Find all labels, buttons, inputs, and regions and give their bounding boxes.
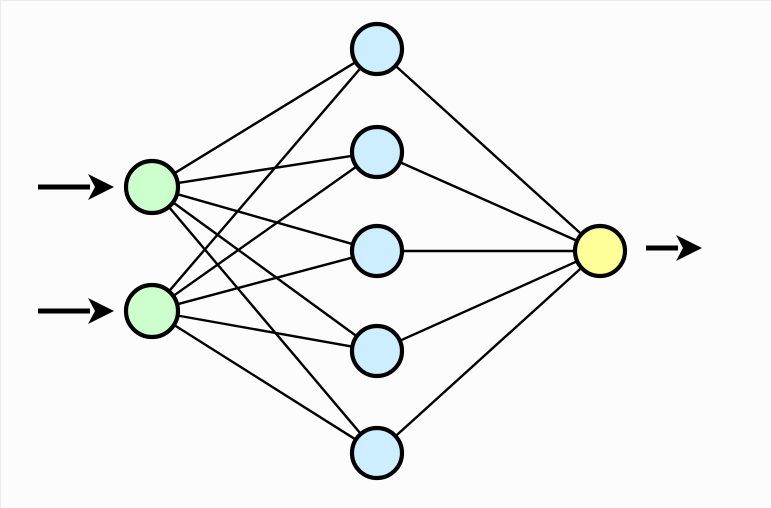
hidden-node-5[interactable] bbox=[349, 425, 405, 481]
output-arrow-1 bbox=[646, 235, 702, 261]
hidden-node-4[interactable] bbox=[349, 323, 405, 379]
edge-h5-o1 bbox=[393, 265, 584, 439]
edge-i1-h3 bbox=[174, 192, 356, 246]
hidden-node-2[interactable] bbox=[349, 124, 405, 180]
edge-i2-h1 bbox=[167, 66, 363, 294]
edge-i1-h1 bbox=[172, 60, 358, 176]
io-arrow-layer bbox=[38, 174, 702, 324]
input-node-1[interactable] bbox=[123, 158, 181, 216]
edge-i2-h3 bbox=[174, 255, 356, 306]
input-arrow-2-head bbox=[88, 298, 114, 324]
edge-i1-h2 bbox=[175, 154, 355, 185]
edge-h1-o1 bbox=[393, 63, 584, 237]
hidden-node-1[interactable] bbox=[349, 21, 405, 77]
edge-i1-h5 bbox=[166, 204, 363, 436]
hidden-node-3[interactable] bbox=[349, 223, 405, 279]
edge-i1-h4 bbox=[171, 200, 359, 339]
input-arrow-2 bbox=[38, 298, 114, 324]
input-arrow-1 bbox=[38, 174, 114, 200]
edge-h2-o1 bbox=[397, 160, 580, 243]
output-node-1[interactable] bbox=[572, 223, 628, 279]
output-arrow-1-head bbox=[676, 235, 702, 261]
edge-i2-h4 bbox=[175, 314, 355, 348]
edge-i2-h5 bbox=[171, 323, 358, 442]
edge-h4-o1 bbox=[397, 259, 580, 343]
input-node-2[interactable] bbox=[123, 282, 181, 340]
input-arrow-1-head bbox=[88, 174, 114, 200]
edge-i2-h2 bbox=[171, 164, 359, 298]
edge-layer bbox=[166, 60, 584, 442]
node-layer bbox=[123, 21, 628, 481]
